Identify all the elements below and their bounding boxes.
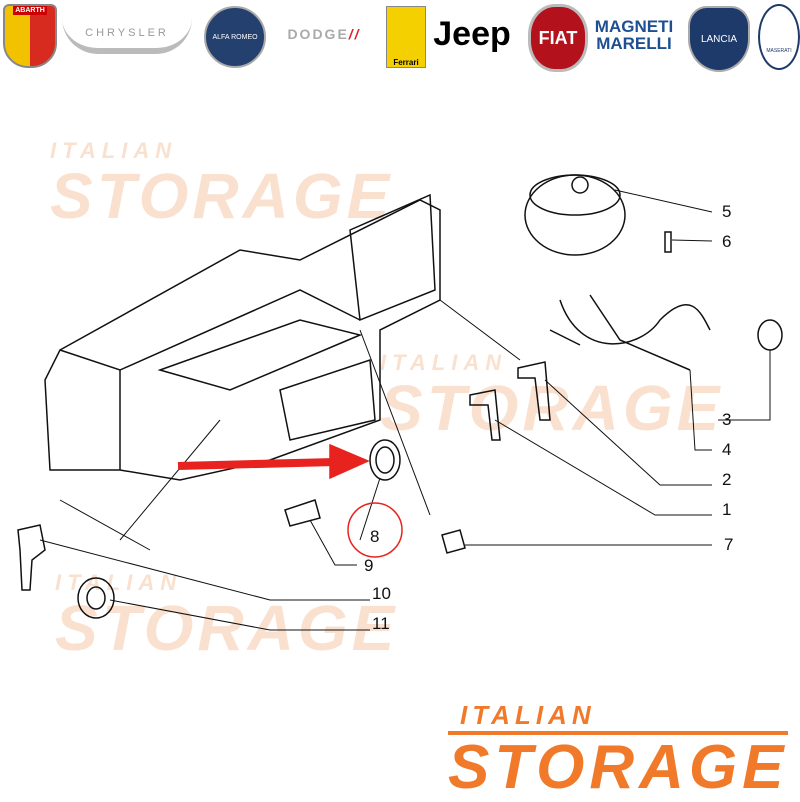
part-label-7: 7 — [724, 535, 734, 554]
part-label-5: 5 — [722, 202, 732, 221]
part-label-8: 8 — [370, 527, 380, 546]
alfa-romeo-logo: ALFA ROMEO — [204, 6, 266, 68]
dodge-logo: DODGE// — [287, 26, 361, 42]
part-label-1: 1 — [722, 500, 732, 519]
knob-11-drawing — [77, 577, 115, 619]
part-8-grommet-drawing — [369, 439, 401, 481]
brand-logos-bar: ABARTH CHRYSLER ALFA ROMEO DODGE// Ferra… — [0, 0, 800, 72]
clip-7-drawing — [441, 529, 466, 554]
fiat-logo: FIAT — [528, 4, 588, 72]
magneti-marelli-logo: MAGNETI MARELLI — [594, 17, 674, 53]
blower-motor-drawing — [524, 174, 626, 256]
part-label-6: 6 — [722, 232, 732, 251]
heater-housing-drawing — [44, 193, 441, 481]
part-label-10: 10 — [372, 584, 391, 603]
maserati-logo: MASERATI — [758, 4, 800, 70]
lever-10-drawing — [17, 524, 46, 591]
part-label-2: 2 — [722, 470, 732, 489]
red-arrow — [177, 443, 370, 480]
bracket-2-drawing — [517, 361, 551, 421]
lancia-logo: LANCIA — [688, 6, 750, 72]
part-label-11: 11 — [372, 614, 390, 633]
chrysler-logo: CHRYSLER — [62, 18, 192, 54]
bracket-1-drawing — [469, 389, 501, 441]
ferrari-logo: Ferrari — [386, 6, 426, 68]
leader-lines — [39, 189, 771, 631]
jeep-logo: Jeep — [433, 14, 511, 53]
part-label-3: 3 — [722, 410, 732, 429]
abarth-logo: ABARTH — [3, 4, 57, 68]
screw-drawing — [664, 231, 672, 253]
connector-drawing — [757, 319, 783, 351]
part-label-9: 9 — [364, 556, 374, 575]
wiring-harness-drawing — [549, 294, 711, 371]
clip-9-drawing — [284, 499, 321, 527]
highlight-circle — [347, 502, 403, 558]
part-label-4: 4 — [722, 440, 732, 459]
